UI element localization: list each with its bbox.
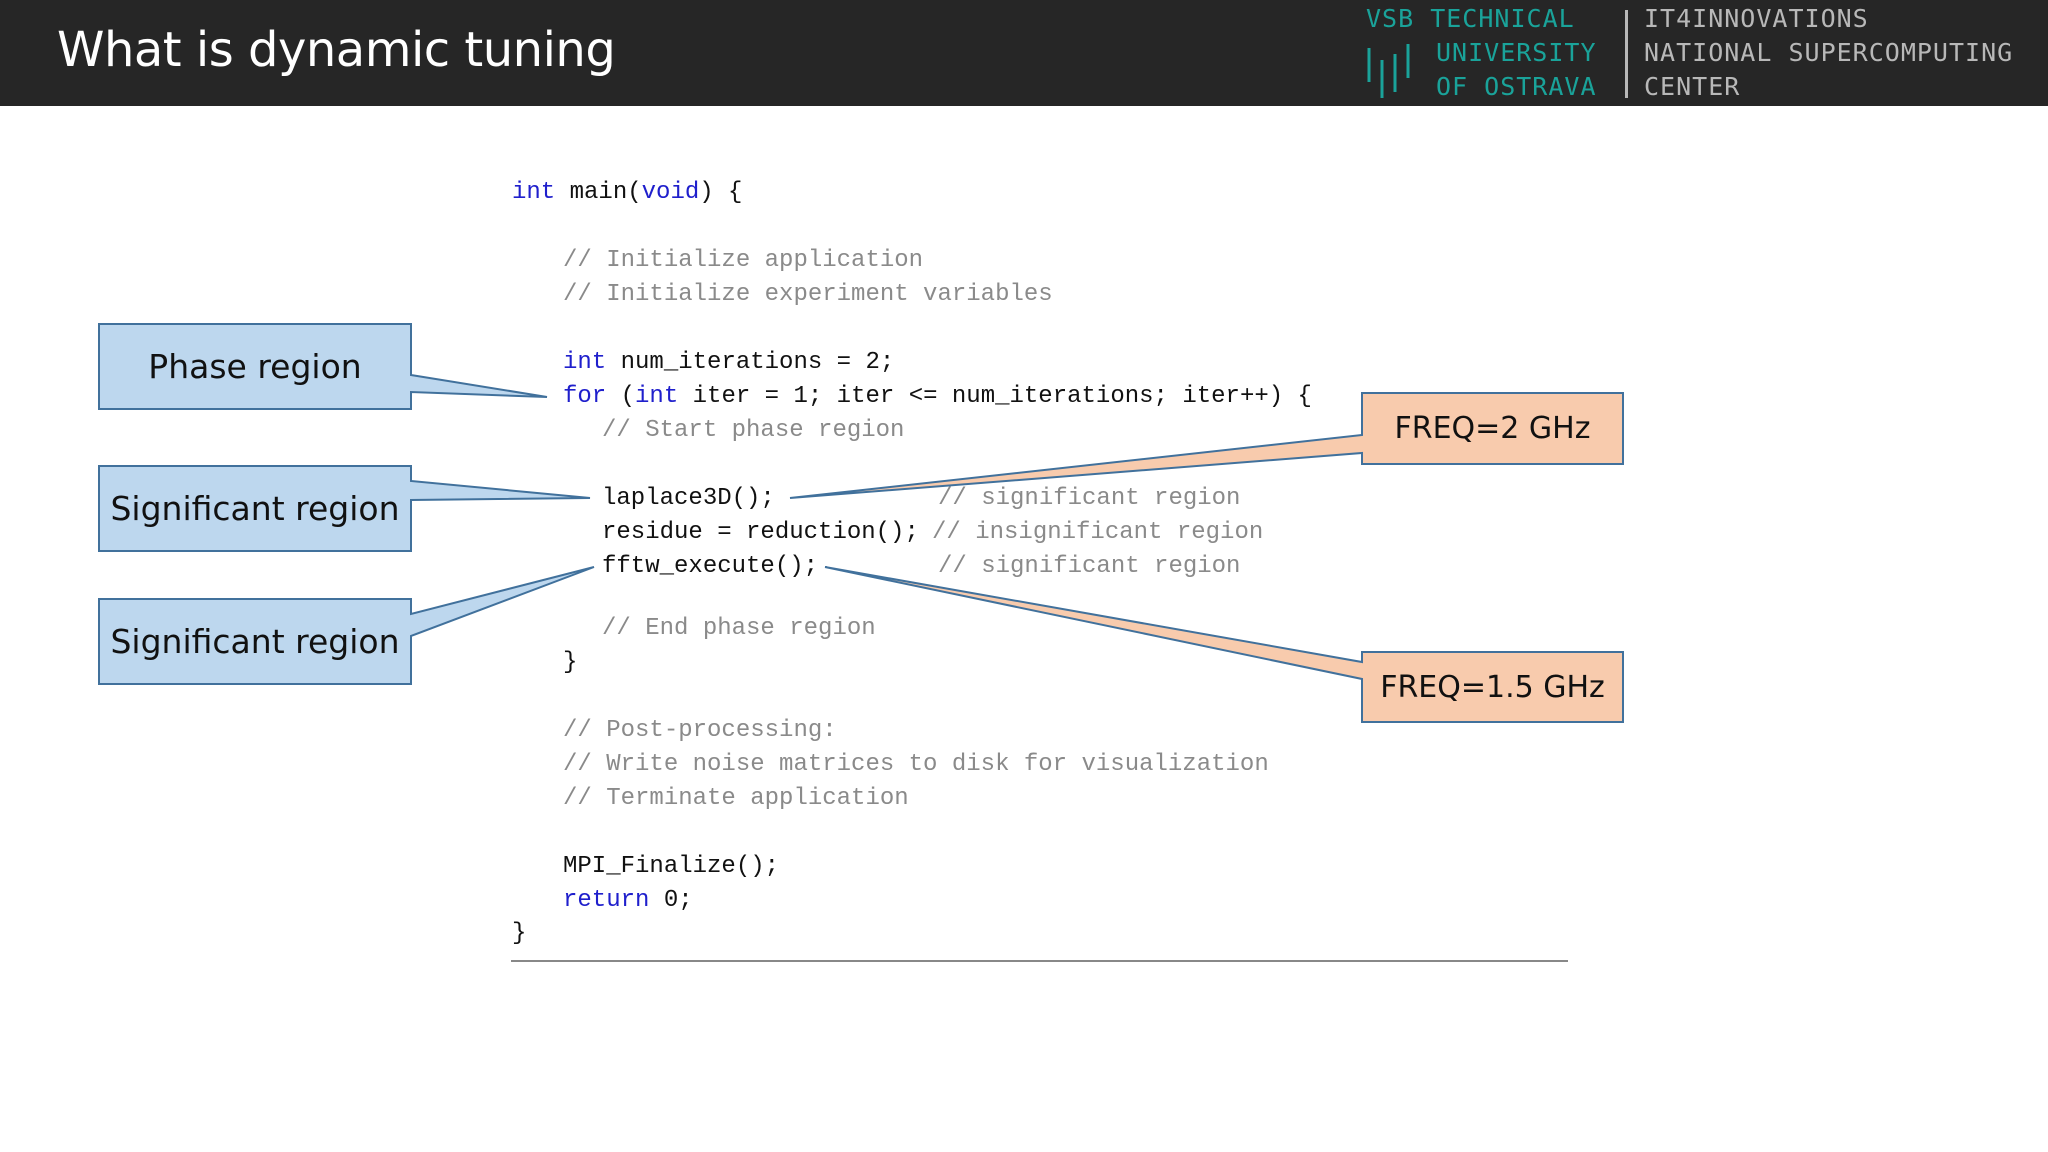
code-line: for (int iter = 1; iter <= num_iteration… xyxy=(563,380,1312,414)
code-text: 0; xyxy=(649,887,693,914)
significant-region-label: Significant region xyxy=(110,622,400,661)
code-comment: // Terminate application xyxy=(563,785,909,812)
code-comment: // Write noise matrices to disk for visu… xyxy=(563,751,1269,778)
logo-right-line-2: NATIONAL SUPERCOMPUTING xyxy=(1644,38,2014,67)
code-comment: // Initialize experiment variables xyxy=(563,281,1053,308)
keyword: for xyxy=(563,383,607,410)
code-comment: // Start phase region xyxy=(602,417,905,444)
significant-region-callout-1 xyxy=(98,465,591,552)
logo-left-line-2: UNIVERSITY xyxy=(1436,38,1597,67)
code-line: int main(void) { xyxy=(512,176,742,210)
code-text: residue = reduction(); xyxy=(602,519,919,546)
code-comment: // significant region xyxy=(938,553,1241,580)
freq-high-callout xyxy=(789,392,1624,499)
code-text: num_iterations = 2; xyxy=(606,349,895,376)
code-text: main( xyxy=(555,179,642,206)
keyword: int xyxy=(512,179,556,206)
code-line: int num_iterations = 2; xyxy=(563,346,894,380)
code-text: MPI_Finalize(); xyxy=(563,853,780,880)
phase-region-callout xyxy=(98,323,548,410)
code-comment: // Initialize application xyxy=(563,247,924,274)
code-text: fftw_execute(); xyxy=(602,553,819,580)
logo-right-line-3: CENTER xyxy=(1644,72,1741,101)
code-bottom-rule xyxy=(511,960,1568,962)
code-text: ) { xyxy=(699,179,743,206)
slide-title: What is dynamic tuning xyxy=(57,22,616,78)
logo-left-line-3: OF OSTRAVA xyxy=(1436,72,1597,101)
code-comment: // Post-processing: xyxy=(563,717,837,744)
logo-left-line-1: VSB TECHNICAL xyxy=(1366,4,1575,33)
code-comment: // insignificant region xyxy=(932,519,1264,546)
keyword: int xyxy=(635,383,679,410)
freq-high-label: FREQ=2 GHz xyxy=(1394,411,1591,446)
significant-region-callout-2 xyxy=(98,566,595,685)
code-line: return 0; xyxy=(563,884,693,918)
logo-right-line-1: IT4INNOVATIONS xyxy=(1644,4,1869,33)
keyword: int xyxy=(563,349,607,376)
code-comment: // significant region xyxy=(938,485,1241,512)
code-text: iter = 1; iter <= num_iterations; iter++… xyxy=(678,383,1312,410)
freq-low-label: FREQ=1.5 GHz xyxy=(1380,669,1605,705)
code-comment: // End phase region xyxy=(602,615,876,642)
header-bar: What is dynamic tuning VSB TECHNICAL UNI… xyxy=(0,0,2048,106)
significant-region-label: Significant region xyxy=(110,489,400,528)
vertical-bars-icon xyxy=(1367,44,1410,98)
keyword: void xyxy=(641,179,700,206)
code-text: } xyxy=(563,649,578,676)
code-text: ( xyxy=(606,383,636,410)
code-text: } xyxy=(512,920,527,947)
phase-region-label: Phase region xyxy=(148,347,362,386)
freq-low-callout xyxy=(824,566,1624,723)
keyword: return xyxy=(563,887,650,914)
code-text: laplace3D(); xyxy=(602,485,775,512)
logo-divider xyxy=(1625,10,1628,98)
